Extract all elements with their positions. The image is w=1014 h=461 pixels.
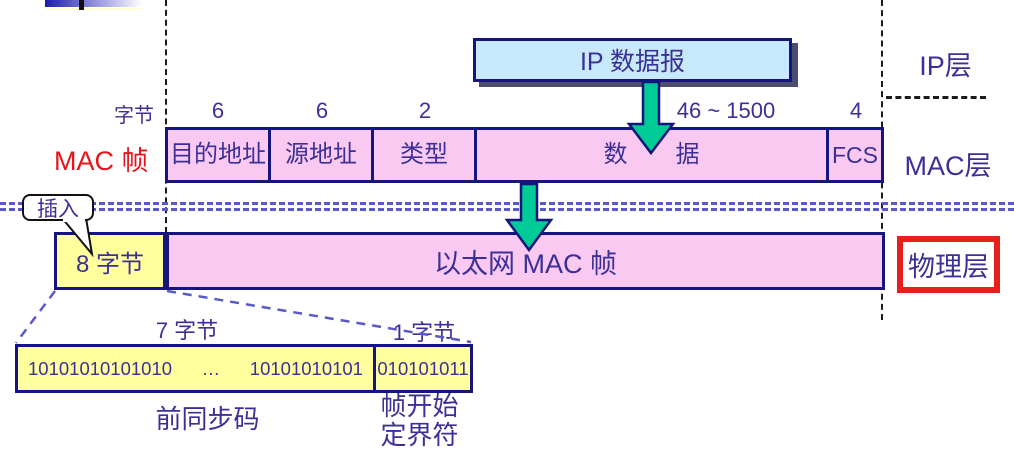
slide-decoration-bar: [45, 0, 142, 7]
sfd-name-label: 帧开始 定界符: [372, 392, 467, 450]
mac-frame-label: MAC 帧: [54, 146, 149, 176]
sfd-name-line2: 定界符: [380, 420, 459, 450]
insert-callout: 插入: [22, 194, 94, 221]
sfd-bits-field: 010101011: [373, 347, 470, 390]
field-data: 数 据: [474, 130, 826, 180]
insert-callout-label: 插入: [37, 197, 79, 221]
preamble-7byte-label: 7 字节: [155, 318, 219, 343]
preamble-bits-box: 10101010101010 … 10101010101 010101011: [15, 344, 473, 393]
ip-mac-layer-divider-dashed-line: [886, 96, 986, 99]
ip-datagram-label: IP 数据报: [579, 48, 686, 76]
field-type: 类型: [371, 130, 474, 180]
frame-start-dashed-line: [165, 0, 167, 233]
mac-frame-row: 目的地址 源地址 类型 数 据 FCS: [165, 127, 884, 183]
slide-decoration-underline: [45, 8, 142, 10]
sfd-1byte-label: 1 字节: [392, 320, 456, 345]
field-fcs: FCS: [826, 130, 881, 180]
preamble-name-label: 前同步码: [155, 404, 260, 434]
physical-layer-label: 物理层: [908, 252, 989, 282]
preamble-8byte-label: 8 字节: [75, 250, 144, 278]
field-source-address: 源地址: [268, 130, 371, 180]
source-address-bytes: 6: [315, 98, 329, 123]
sfd-name-line1: 帧开始: [380, 391, 459, 421]
layer-boundary-dashed-line-lower: [0, 208, 1014, 211]
slide-decoration-tick: [79, 0, 84, 10]
insert-callout-tail-joint: [63, 217, 85, 222]
data-bytes-range: 46 ~ 1500: [676, 98, 776, 123]
preamble-expand-connector-left: [15, 290, 56, 344]
dest-address-bytes: 6: [211, 98, 225, 123]
mac-layer-label: MAC层: [904, 151, 992, 181]
preamble-bits-field: 10101010101010 … 10101010101: [18, 347, 373, 390]
fcs-bytes: 4: [849, 98, 863, 123]
preamble-bits-end: 10101010101: [249, 357, 363, 379]
preamble-8byte-box: 8 字节: [54, 232, 166, 290]
field-destination-address: 目的地址: [170, 141, 266, 168]
type-bytes: 2: [418, 98, 432, 123]
layer-boundary-dashed-line-upper: [0, 202, 1014, 205]
physical-layer-label-box: 物理层: [897, 236, 1000, 293]
ethernet-mac-frame-box: 以太网 MAC 帧: [166, 232, 885, 290]
bytes-unit-label: 字节: [114, 105, 154, 127]
preamble-bits-start: 10101010101010: [28, 357, 173, 379]
ip-layer-label: IP层: [919, 51, 972, 81]
ip-datagram-box: IP 数据报: [473, 38, 792, 82]
ethernet-mac-frame-label: 以太网 MAC 帧: [433, 248, 617, 279]
preamble-bits-ellipsis: …: [201, 357, 221, 379]
